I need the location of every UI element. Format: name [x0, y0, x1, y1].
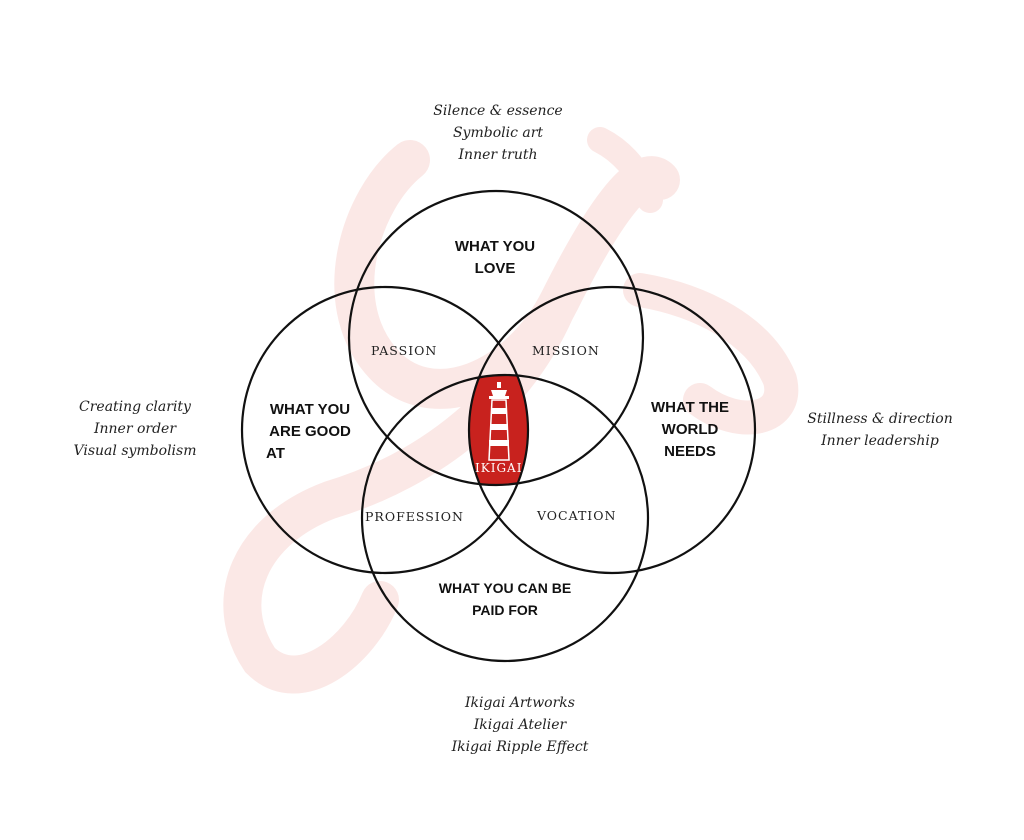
label-love-line2: LOVE — [474, 260, 516, 277]
overlap-profession: PROFESSION — [365, 509, 464, 524]
note-line: Silence & essence — [433, 103, 563, 119]
note-line: Visual symbolism — [73, 443, 197, 459]
label-world-line3: NEEDS — [664, 443, 716, 460]
overlap-vocation: VOCATION — [537, 508, 617, 523]
label-love: WHAT YOU LOVE — [420, 236, 570, 280]
label-good-at-line3: AT — [266, 445, 285, 462]
notes-left: Creating clarity Inner order Visual symb… — [50, 396, 220, 462]
note-line: Ikigai Atelier — [473, 717, 567, 733]
note-line: Inner truth — [458, 147, 538, 163]
label-good-at: WHAT YOU ARE GOOD AT — [250, 399, 370, 465]
label-good-at-line2: ARE GOOD — [269, 423, 351, 440]
label-world-line2: WORLD — [661, 421, 719, 438]
label-paid-line1: WHAT YOU CAN BE — [438, 580, 572, 596]
label-paid-for: WHAT YOU CAN BE PAID FOR — [415, 577, 595, 621]
label-world-line1: WHAT THE — [650, 399, 730, 416]
ikigai-label: IKIGAI — [475, 461, 523, 475]
label-paid-line2: PAID FOR — [472, 602, 538, 618]
circle-good-at — [240, 285, 530, 575]
lighthouse-icon — [488, 382, 510, 461]
overlap-passion: PASSION — [371, 343, 438, 358]
note-line: Ikigai Ripple Effect — [451, 739, 589, 755]
note-line: Creating clarity — [79, 399, 191, 415]
label-world-needs: WHAT THE WORLD NEEDS — [630, 397, 750, 463]
overlap-mission: MISSION — [532, 343, 600, 358]
note-line: Ikigai Artworks — [465, 695, 575, 711]
note-line: Stillness & direction — [807, 411, 953, 427]
notes-right: Stillness & direction Inner leadership — [780, 408, 980, 452]
circle-world-needs — [467, 285, 757, 575]
note-line: Inner order — [93, 421, 177, 437]
circle-paid-for — [360, 373, 650, 663]
note-line: Symbolic art — [452, 125, 544, 141]
label-good-at-line1: WHAT YOU — [269, 401, 351, 418]
circle-love — [347, 189, 645, 487]
notes-bottom: Ikigai Artworks Ikigai Atelier Ikigai Ri… — [420, 692, 620, 758]
note-line: Inner leadership — [821, 433, 939, 449]
label-love-line1: WHAT YOU — [454, 238, 536, 255]
notes-top: Silence & essence Symbolic art Inner tru… — [398, 100, 598, 166]
